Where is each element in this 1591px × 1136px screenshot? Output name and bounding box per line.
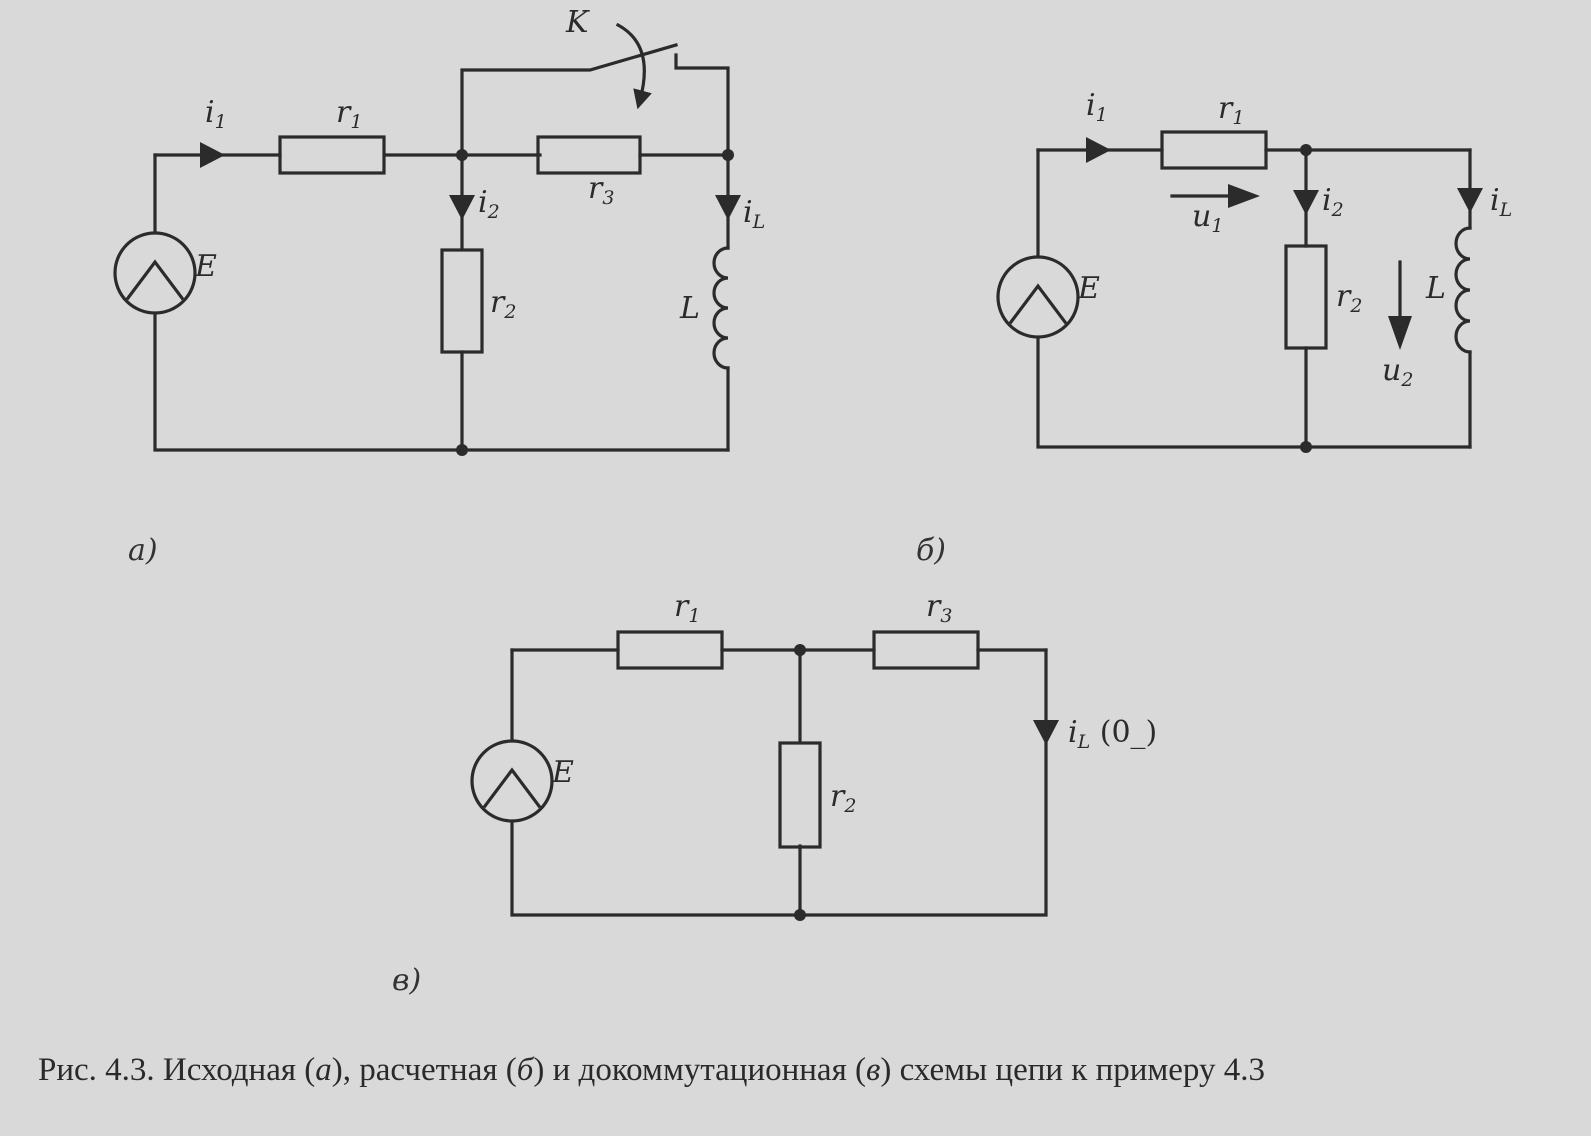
L-label: L xyxy=(679,291,700,326)
node xyxy=(722,149,734,161)
r2-label: r2 xyxy=(830,779,856,817)
circuit-c: r1 r3 iL (0_) r2 E в) xyxy=(392,589,1157,998)
caption-text: Рис. 4.3. Исходная ( xyxy=(38,1052,316,1088)
u1-label: u1 xyxy=(1192,199,1223,237)
inductor-L xyxy=(712,246,730,370)
i1-label: i1 xyxy=(205,95,227,133)
panel-label-a: а) xyxy=(128,533,158,568)
switch-label: K xyxy=(565,5,590,40)
source-arrow-icon xyxy=(125,259,185,301)
iL-arrow-icon xyxy=(715,195,741,220)
node xyxy=(1300,144,1312,156)
r1-label: r1 xyxy=(1218,91,1244,129)
panel-label-b: б) xyxy=(916,533,946,568)
inductor-L xyxy=(1454,226,1472,354)
left-bottom-wire xyxy=(1036,148,1472,449)
caption-text: ) схемы цепи к примеру 4.3 xyxy=(880,1052,1265,1088)
node xyxy=(1300,441,1312,453)
iL-label: iL xyxy=(1490,183,1512,221)
figure-caption: Рис. 4.3. Исходная (а), расчетная (б) и … xyxy=(38,1052,1558,1089)
r2-label: r2 xyxy=(490,285,516,323)
node xyxy=(794,909,806,921)
caption-ref-c: в xyxy=(866,1052,881,1088)
caption-text: ) и докоммутационная ( xyxy=(533,1052,867,1088)
circuit-b: i1 r1 u1 i2 iL r2 u2 L E б) xyxy=(916,88,1512,568)
i1-label: i1 xyxy=(1086,88,1108,126)
r1-label: r1 xyxy=(674,589,700,627)
E-label: E xyxy=(1077,271,1100,306)
resistor-r3 xyxy=(536,135,642,175)
source-arrow-icon xyxy=(1008,283,1068,325)
circuit-a: K i1 r1 r3 i2 iL r2 L E а) xyxy=(113,5,765,568)
resistor-r1 xyxy=(278,135,386,175)
resistor-r1 xyxy=(616,630,724,670)
u1-arrow-icon xyxy=(1228,184,1260,208)
i2-arrow-icon xyxy=(1293,190,1319,215)
r1-label: r1 xyxy=(336,95,362,133)
L-label: L xyxy=(1425,271,1446,306)
E-label: E xyxy=(551,755,574,790)
resistor-r2 xyxy=(778,741,822,849)
i2-label: i2 xyxy=(1322,183,1344,221)
resistor-r2 xyxy=(1284,244,1328,350)
left-bottom-wire xyxy=(153,153,730,452)
i1-arrow-icon xyxy=(200,142,225,168)
switch-arrow xyxy=(615,22,652,110)
node xyxy=(456,444,468,456)
loop-wire xyxy=(510,648,1048,917)
r3-label: r3 xyxy=(926,589,952,627)
node xyxy=(456,149,468,161)
resistor-r1 xyxy=(1160,130,1268,170)
resistor-r2 xyxy=(440,248,484,354)
source-E xyxy=(996,255,1080,339)
u2-arrow-icon xyxy=(1388,316,1412,350)
u2-label: u2 xyxy=(1382,353,1413,391)
r2-label: r2 xyxy=(1336,279,1362,317)
switch-contact xyxy=(674,53,730,157)
source-arrow-icon xyxy=(482,767,542,809)
iL-label: iL xyxy=(743,195,765,233)
caption-text: ), расчетная ( xyxy=(331,1052,517,1088)
resistor-r3 xyxy=(872,630,980,670)
i2-label: i2 xyxy=(478,185,500,223)
iL0-label: iL (0_) xyxy=(1068,715,1157,753)
switch-blade xyxy=(460,43,678,157)
node xyxy=(794,644,806,656)
caption-ref-b: б xyxy=(516,1052,534,1088)
E-label: E xyxy=(194,249,217,284)
panel-label-c: в) xyxy=(392,963,421,998)
i1-arrow-icon xyxy=(1086,137,1111,163)
caption-ref-a: а xyxy=(315,1052,332,1088)
r3-label: r3 xyxy=(588,171,614,209)
source-E xyxy=(470,739,554,823)
iL-arrow-icon xyxy=(1033,720,1059,745)
i2-arrow-icon xyxy=(449,195,475,220)
iL-arrow-icon xyxy=(1457,188,1483,213)
source-E xyxy=(113,231,197,315)
